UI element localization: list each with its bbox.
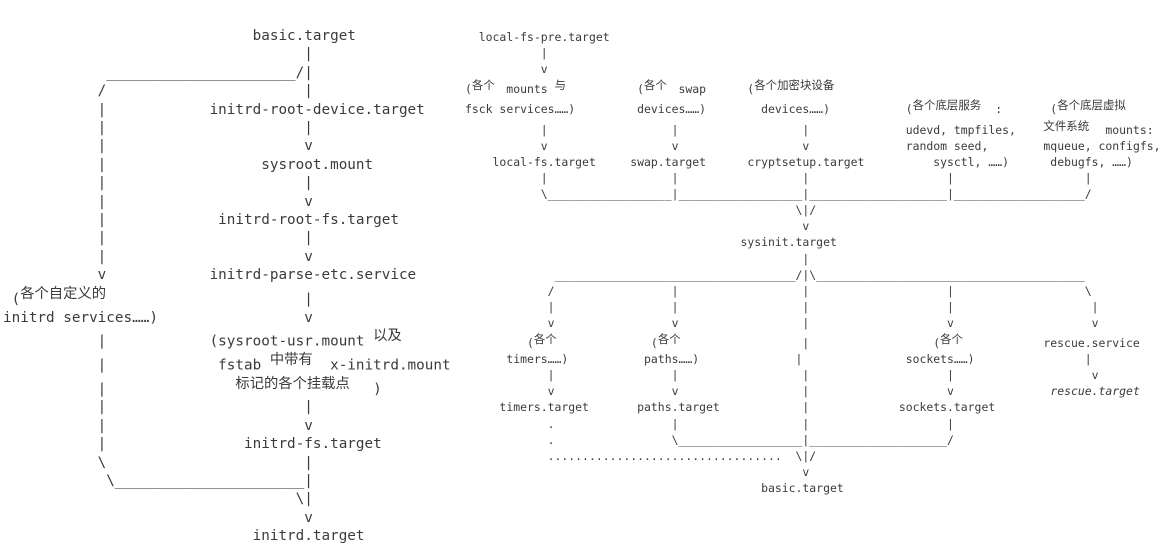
sysinit-basic-bootup-dependency-diagram: local-fs-pre.target | v (各个 mounts 与 (各个… [465,30,1161,495]
initrd-bootup-dependency-diagram: basic.target | ______________________/| … [3,28,451,545]
